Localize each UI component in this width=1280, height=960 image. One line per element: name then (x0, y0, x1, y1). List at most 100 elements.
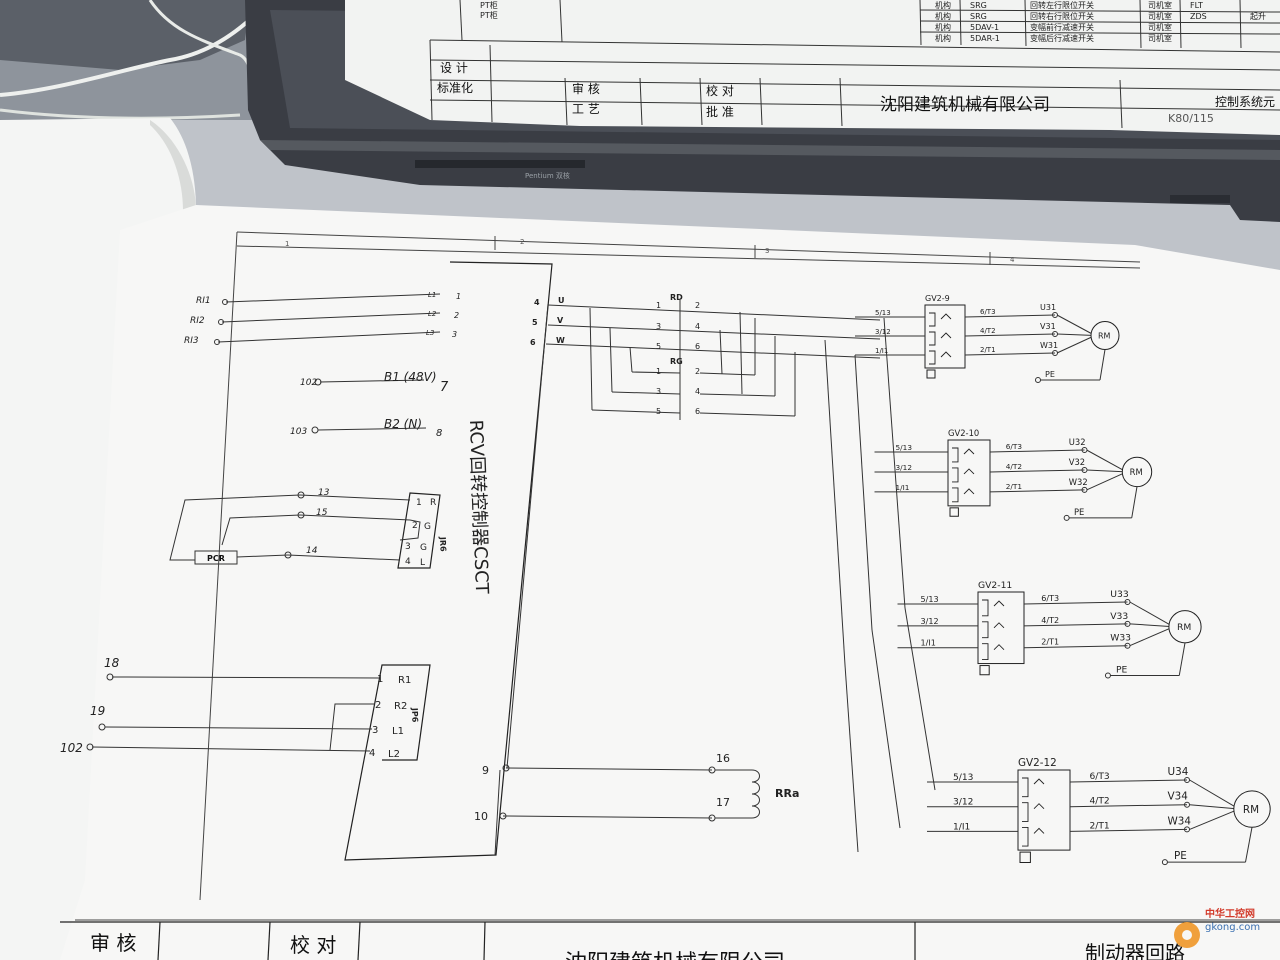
watermark-cn: 中华工控网 (1205, 907, 1255, 920)
laptop-port (1170, 195, 1230, 203)
terminal (1161, 859, 1168, 866)
signal: R1 (398, 675, 411, 686)
table-cell: 机构 (935, 11, 951, 21)
b1-pin: 7 (440, 380, 449, 395)
pcr-label: PCR (207, 554, 225, 563)
phase-label: V34 (1168, 791, 1189, 803)
motor-lead (1056, 335, 1096, 354)
laptop-brand: Pentium 双核 (525, 171, 570, 180)
breaker-coil (1022, 777, 1029, 798)
signal: L2 (388, 749, 400, 760)
rg-name: RG (670, 357, 683, 366)
pin: 1 (416, 498, 422, 508)
pin: 1 (377, 674, 383, 685)
motor-lead (1086, 449, 1127, 473)
watermark: 中华工控网 gkong.com (1174, 907, 1260, 948)
wire-19: 19 (90, 704, 105, 718)
motor-lead (1056, 314, 1096, 336)
signal: G (420, 543, 427, 553)
breaker-in-label: 1/I1 (953, 822, 970, 832)
jp-pins: 1 2 3 4 R1 R2 L1 L2 JP6 (369, 674, 420, 760)
left-label: PT柜 (480, 10, 498, 20)
bottom-pin: 9 (482, 764, 489, 777)
motor-label: RM (1243, 804, 1259, 816)
uvw-name: W (556, 336, 565, 345)
breaker-in-label: 1/I1 (896, 483, 910, 492)
phase-label: W34 (1168, 815, 1192, 827)
pin: 4 (405, 557, 411, 567)
breaker-out-label: 6/T3 (1006, 442, 1023, 451)
breaker-out-label: 2/T1 (1090, 821, 1110, 831)
sheet-border (75, 231, 1280, 921)
breaker-in-label: 3/12 (896, 463, 913, 472)
document-title: 控制系统元 (1215, 95, 1275, 109)
column-number: 4 (1010, 256, 1015, 264)
breaker-trip (993, 600, 1005, 607)
breaker-body (947, 439, 991, 507)
uvw-pin: 4 (534, 298, 540, 307)
breaker-in-label: 5/13 (875, 309, 891, 317)
table-cell: SRG (970, 1, 987, 10)
aux-contact (979, 665, 990, 676)
check-label-bottom: 校 对 (290, 933, 336, 957)
table-cell: 机构 (935, 0, 951, 10)
wire-13: 13 (318, 488, 330, 498)
jr-wiring (169, 491, 421, 565)
breaker-trip (940, 313, 952, 320)
breaker-in-label: 5/13 (953, 773, 974, 783)
breaker-name: GV2-11 (978, 580, 1012, 591)
motor-label: RM (1098, 332, 1111, 341)
breaker-name: GV2-10 (948, 428, 979, 438)
top-sheet (345, 0, 1280, 135)
table-cell: SRG (970, 12, 987, 21)
input-labels: RI1 RI2 RI3 L1 L2 L3 1 2 3 102 B1 (48V) … (184, 291, 461, 439)
breaker-coil (952, 487, 959, 503)
breaker-name: GV2-9 (925, 294, 950, 303)
motor-lead (1129, 626, 1174, 647)
wire-18: 18 (104, 656, 120, 670)
rg-out: 2 (695, 367, 700, 376)
input-ri2: RI2 (190, 316, 205, 326)
wire-102: 102 (300, 378, 317, 388)
company-name-bottom: 沈阳建筑机械有限公司 (565, 951, 785, 960)
company-name: 沈阳建筑机械有限公司 (880, 95, 1050, 115)
aux-contact (949, 507, 959, 517)
input-ri1: RI1 (196, 296, 211, 306)
breaker-out-line (964, 333, 1056, 337)
breaker-out-label: 6/T3 (1041, 594, 1059, 603)
table-cell: 5DAR-1 (970, 34, 1000, 43)
process-label: 工 艺 (572, 102, 600, 116)
breaker-out-label: 2/T1 (1006, 482, 1022, 491)
phase-label: V32 (1069, 457, 1085, 467)
breaker-trip (993, 622, 1005, 629)
motor-lead (1086, 469, 1127, 473)
breaker-out-line (1023, 601, 1128, 605)
phase-label: W33 (1110, 633, 1131, 644)
breaker-in-label: 1/I1 (921, 639, 936, 648)
phase-label: W32 (1069, 477, 1088, 487)
signal: R (430, 498, 436, 508)
breaker-in-label: 3/12 (875, 328, 891, 336)
rd-out: 4 (695, 322, 700, 331)
motor-icon (1121, 456, 1153, 488)
terminal-l3: L3 (426, 329, 434, 337)
phase-label: U32 (1069, 437, 1086, 447)
pin: 4 (369, 748, 375, 759)
rra-name: RRa (775, 787, 799, 800)
terminal (1104, 672, 1111, 679)
bottom-title-text: 审 核 校 对 沈阳建筑机械有限公司 制动器回路 (90, 931, 1185, 960)
rg-out: 6 (695, 407, 700, 416)
breaker-in-label: 3/12 (953, 798, 973, 808)
review-label: 审 核 (572, 81, 600, 96)
standard-label: 标准化 (437, 81, 473, 95)
breaker-in-label: 5/13 (921, 595, 939, 604)
breaker-trip (963, 448, 975, 455)
signal: L (420, 558, 425, 568)
column-number: 2 (520, 238, 524, 246)
breaker-out-line (1023, 645, 1128, 649)
breaker-coil (952, 467, 959, 483)
